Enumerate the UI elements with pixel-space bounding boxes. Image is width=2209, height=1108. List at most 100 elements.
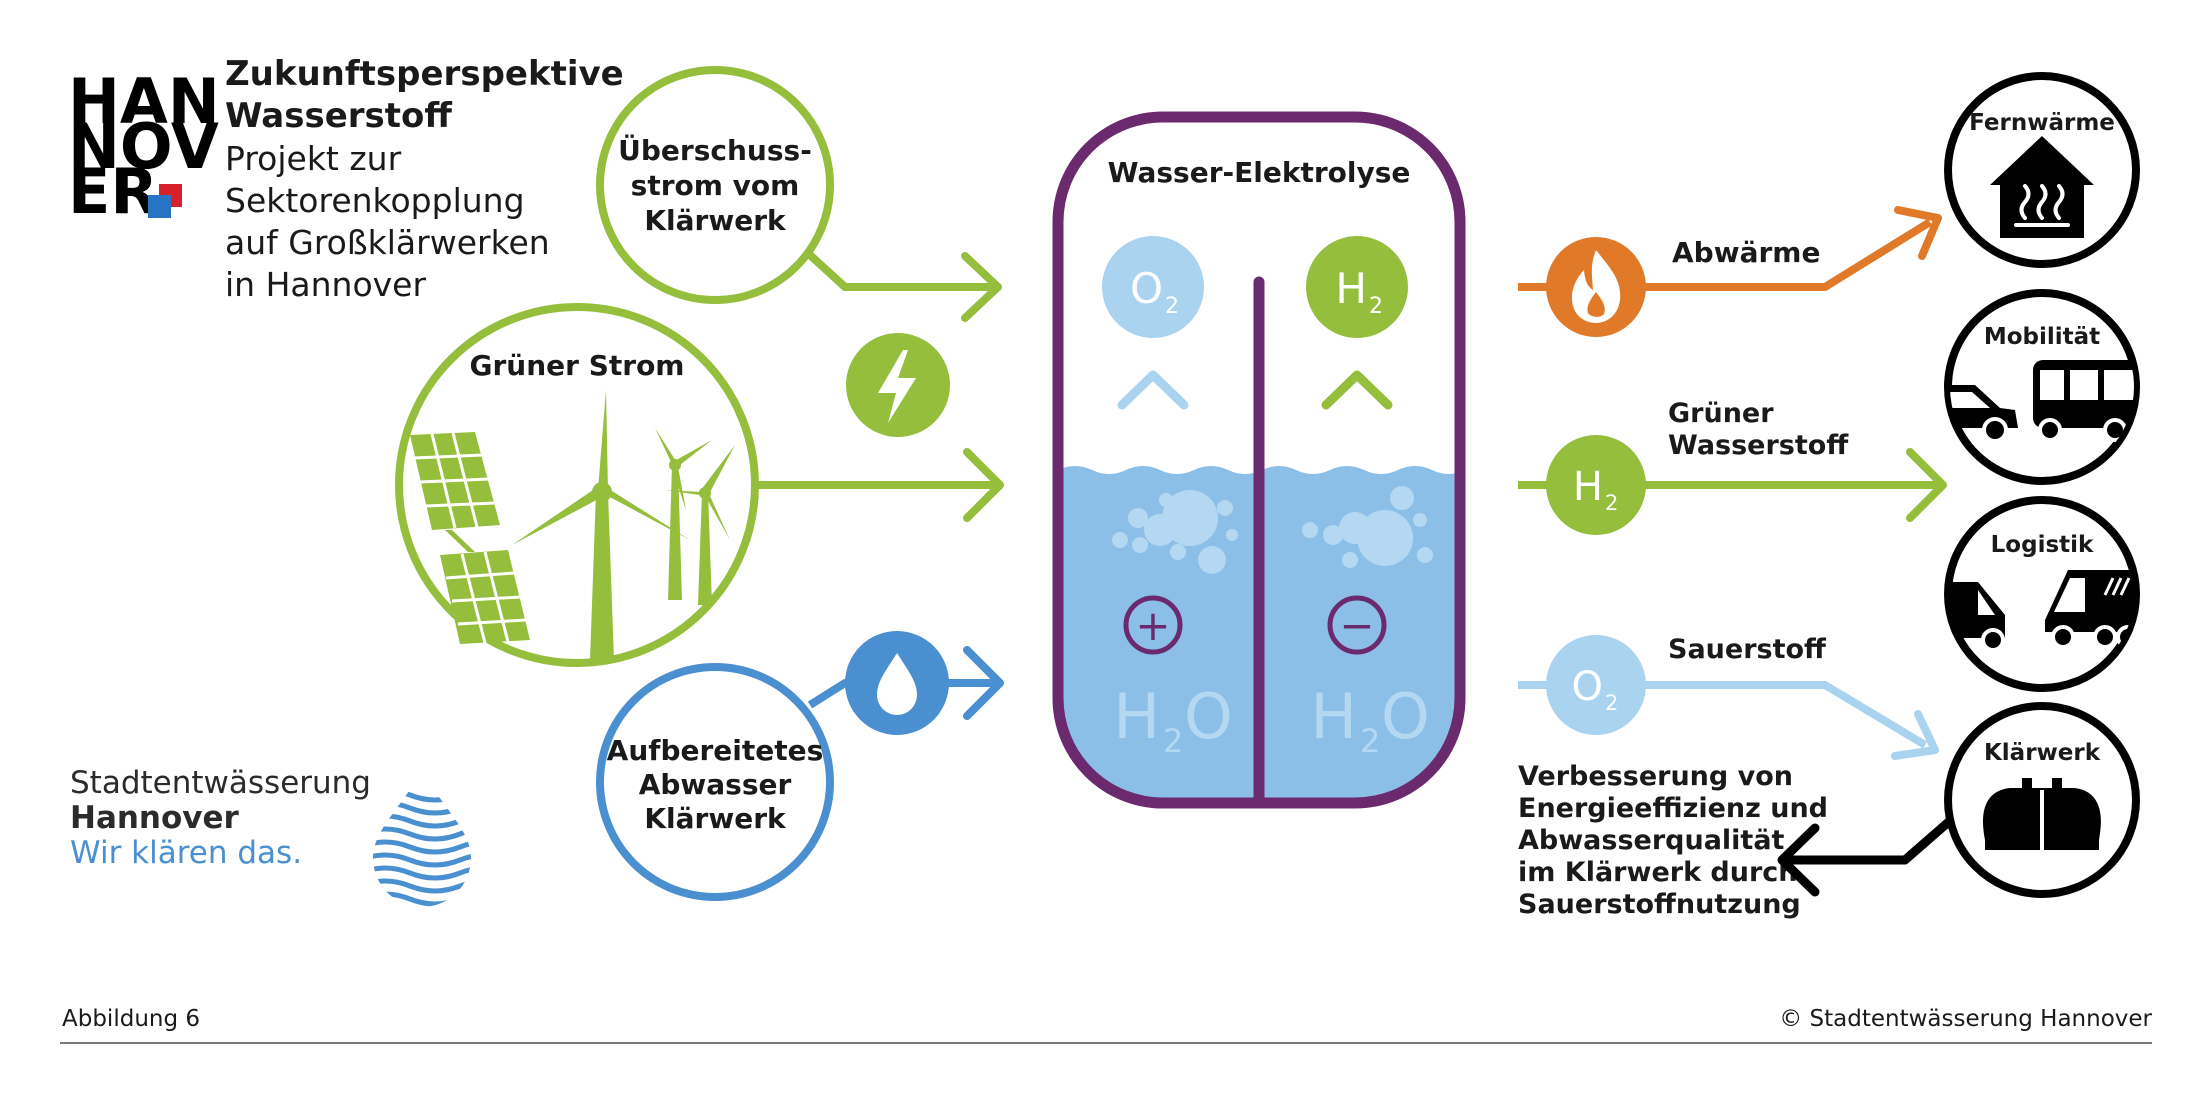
district-heating-node: Fernwärme bbox=[1944, 72, 2140, 268]
surplus-power-arrow-line bbox=[807, 252, 995, 291]
wind-turbine-icon bbox=[512, 390, 690, 660]
wave-drop-icon bbox=[373, 787, 471, 907]
treatment-plant-node: Klärwerk bbox=[1944, 702, 2140, 898]
header-title-line2: Wasserstoff bbox=[225, 96, 452, 136]
electrolysis-title: Wasser-Elektrolyse bbox=[1108, 156, 1411, 189]
hydrogen-label-line2: Wasserstoff bbox=[1668, 430, 1849, 461]
surplus-power-circle bbox=[596, 66, 834, 304]
wind-turbine-icon bbox=[665, 445, 735, 605]
logistics-node: Logistik bbox=[1944, 496, 2140, 692]
water-left-h: H bbox=[1113, 680, 1160, 753]
oxygen-arrow-head bbox=[1891, 710, 1939, 760]
hydrogen-output: H 2 Grüner Wasserstoff bbox=[1518, 398, 1947, 535]
water-right-h: H bbox=[1310, 680, 1357, 753]
copyright: © Stadtentwässerung Hannover bbox=[1779, 1006, 2152, 1032]
footer: Abbildung 6 © Stadtentwässerung Hannover bbox=[60, 1006, 2153, 1044]
electrolysis-tank: H 2 O H 2 O Wasser-Elektrolyse O 2 H 2 +… bbox=[1052, 111, 1466, 809]
h2-main: H bbox=[1335, 264, 1367, 313]
surplus-power-arrow-head bbox=[961, 252, 1002, 322]
surplus-power-line2: strom vom bbox=[631, 169, 800, 202]
solar-panel-icon bbox=[410, 432, 530, 644]
note-line1: Verbesserung von bbox=[1518, 761, 1793, 792]
header: Zukunftsperspektive Wasserstoff Projekt … bbox=[225, 54, 624, 304]
cathode-minus-circle bbox=[1327, 595, 1387, 655]
flame-inner bbox=[1587, 292, 1605, 317]
wastewater-line1: Aufbereitetes bbox=[607, 734, 824, 767]
wastewater-arrow-head bbox=[963, 646, 1004, 720]
wastewater-node: Aufbereitetes Abwasser Klärwerk bbox=[596, 631, 1004, 901]
header-title-line1: Zukunftsperspektive bbox=[225, 54, 624, 94]
hydrogen-arrow-head bbox=[1906, 448, 1947, 522]
surplus-power-line3: Klärwerk bbox=[644, 204, 787, 237]
mobility-label: Mobilität bbox=[1984, 324, 2100, 350]
o2-sub: 2 bbox=[1165, 294, 1179, 319]
heat-output: Abwärme bbox=[1518, 206, 1942, 337]
stadtentwaesserung-logo: Stadtentwässerung Hannover Wir klären da… bbox=[70, 765, 471, 907]
logo-blue-square bbox=[148, 195, 171, 218]
h2-circle bbox=[1306, 236, 1408, 338]
heat-label: Abwärme bbox=[1672, 236, 1820, 269]
oxygen-circle bbox=[1546, 635, 1646, 735]
header-subtitle-line3: auf Großklärwerken bbox=[225, 223, 550, 262]
wastewater-line3: Klärwerk bbox=[644, 802, 787, 835]
h2-sub: 2 bbox=[1369, 294, 1383, 319]
logistics-label: Logistik bbox=[1991, 532, 2094, 558]
heat-arrow-head bbox=[1894, 206, 1942, 260]
note-line4: im Klärwerk durch bbox=[1518, 857, 1798, 888]
o2-up-chevron bbox=[1117, 370, 1189, 410]
header-subtitle-line1: Projekt zur bbox=[225, 139, 402, 178]
water-drop-icon bbox=[877, 653, 917, 715]
tank-icon bbox=[1982, 778, 2102, 850]
water-left-o: O bbox=[1184, 680, 1233, 753]
hannover-logo: HAN NOV ER bbox=[68, 65, 220, 228]
return-arrow-line bbox=[1785, 808, 1963, 865]
hannover-logo-row1: HAN bbox=[68, 65, 220, 138]
district-heating-label: Fernwärme bbox=[1969, 110, 2115, 136]
h2-up-chevron bbox=[1321, 370, 1393, 410]
oxygen-output: O 2 Sauerstoff bbox=[1518, 634, 1939, 760]
hannover-logo-row2: NOV bbox=[68, 110, 219, 183]
surplus-power-node: Überschuss- strom vom Klärwerk bbox=[596, 66, 1002, 322]
treatment-plant-label: Klärwerk bbox=[1984, 740, 2101, 766]
bubbles-left bbox=[1112, 490, 1238, 574]
green-power-label: Grüner Strom bbox=[470, 349, 685, 382]
surplus-power-line1: Überschuss- bbox=[618, 133, 812, 167]
figure-label: Abbildung 6 bbox=[62, 1006, 200, 1032]
oxygen-label: Sauerstoff bbox=[1668, 634, 1827, 665]
oxygen-main: O bbox=[1572, 664, 1603, 710]
anode-plus: + bbox=[1135, 601, 1170, 650]
hydrogen-main: H bbox=[1573, 464, 1603, 510]
o2-circle bbox=[1102, 236, 1204, 338]
header-subtitle-line4: in Hannover bbox=[225, 265, 426, 304]
wastewater-line2: Abwasser bbox=[639, 768, 792, 801]
hydrogen-label-line1: Grüner bbox=[1668, 398, 1774, 429]
lightning-icon bbox=[878, 350, 916, 423]
return-arrow-head bbox=[1777, 823, 1820, 897]
wastewater-circle bbox=[596, 663, 834, 901]
header-subtitle-line2: Sektorenkopplung bbox=[225, 181, 525, 220]
bubbles-right bbox=[1302, 486, 1433, 568]
lightning-node bbox=[846, 333, 950, 437]
green-power-node: Grüner Strom bbox=[395, 303, 1004, 667]
house-heat-icon bbox=[1990, 136, 2094, 238]
truck-icon bbox=[1950, 582, 2005, 652]
oxygen-sub: 2 bbox=[1605, 691, 1618, 715]
flame-icon bbox=[1571, 250, 1621, 323]
stadt-logo-line2: Hannover bbox=[70, 800, 240, 836]
wind-turbine-icon bbox=[655, 428, 712, 600]
o2-main: O bbox=[1130, 264, 1163, 313]
car-icon bbox=[1950, 385, 2018, 443]
anode-plus-circle bbox=[1123, 595, 1183, 655]
hannover-logo-row3: ER bbox=[68, 155, 158, 228]
stadt-logo-line3: Wir klären das. bbox=[70, 835, 302, 871]
treatment-return-arrow bbox=[1777, 808, 1963, 897]
note-line5: Sauerstoffnutzung bbox=[1518, 889, 1801, 920]
green-power-arrow-head bbox=[963, 448, 1004, 522]
water-left-sub: 2 bbox=[1163, 722, 1183, 760]
note-line2: Energieeffizienz und bbox=[1518, 793, 1828, 824]
note-line3: Abwasserqualität bbox=[1518, 825, 1785, 856]
water-right-o: O bbox=[1381, 680, 1430, 753]
stadt-logo-line1: Stadtentwässerung bbox=[70, 765, 371, 801]
